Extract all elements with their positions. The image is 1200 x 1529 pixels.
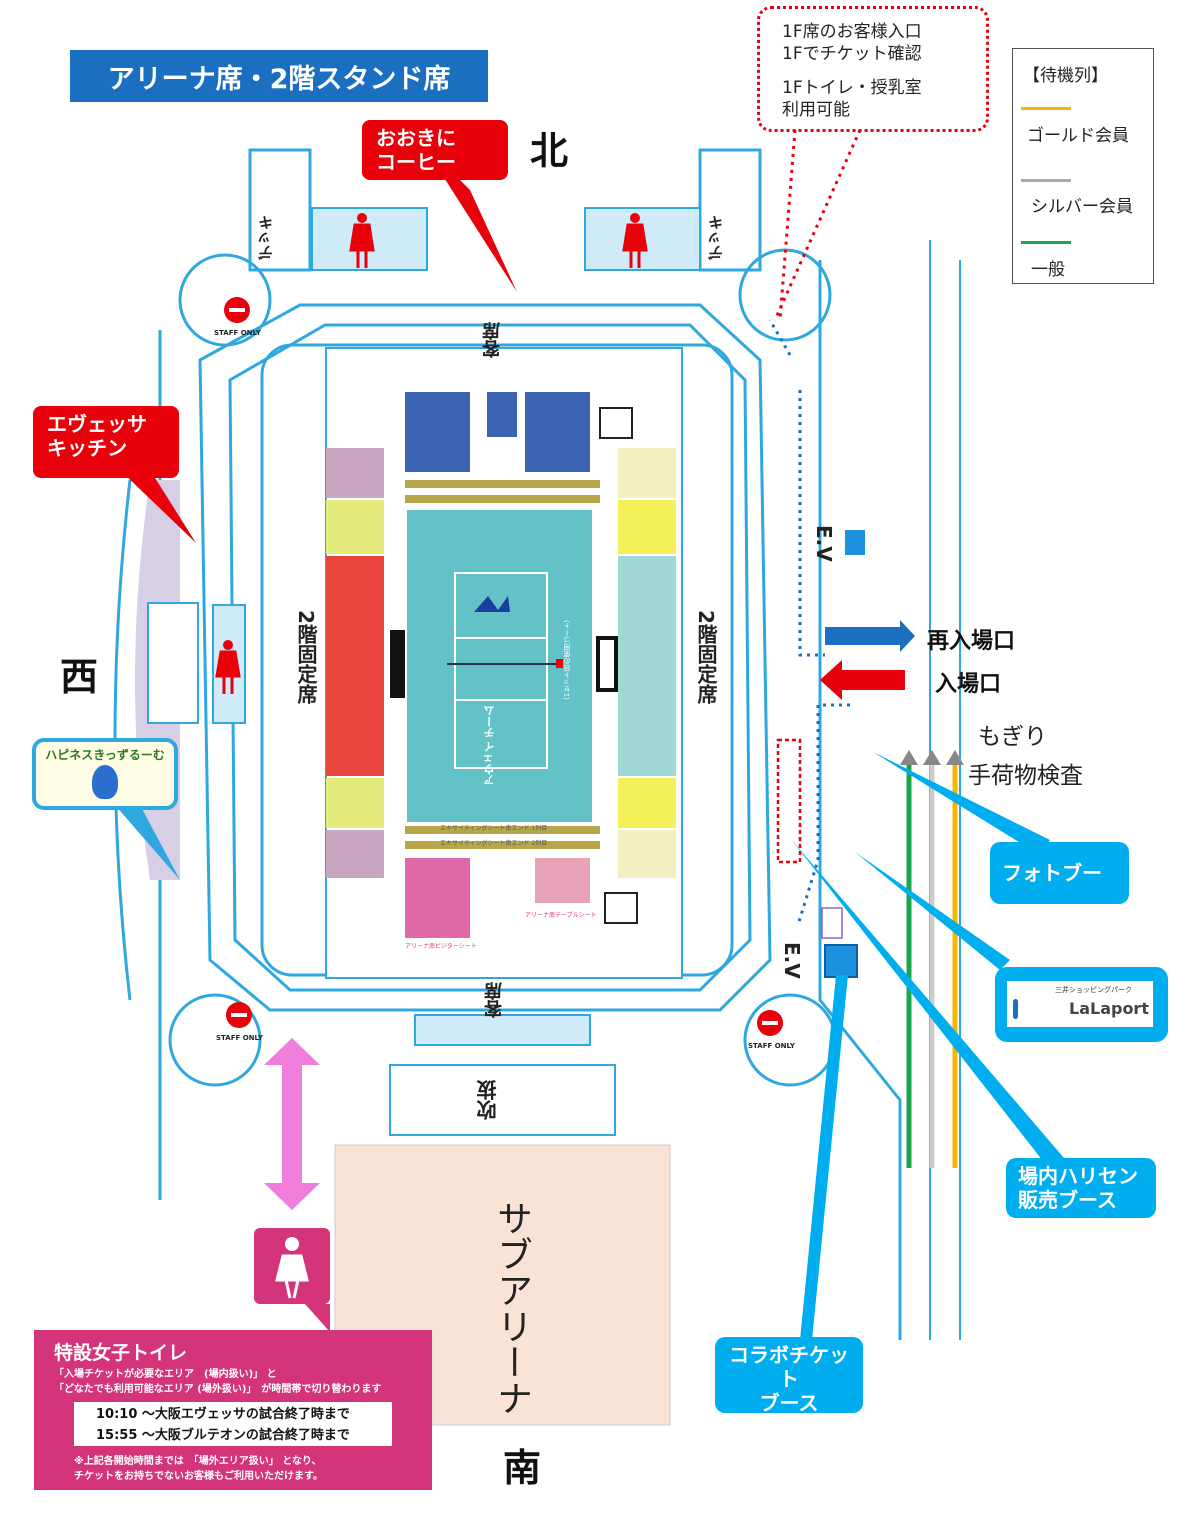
collab-line2: ブース bbox=[759, 1391, 819, 1415]
reentry-arrow-icon bbox=[825, 620, 915, 652]
silver-line-icon bbox=[1021, 179, 1071, 182]
sub-arena-label: サブアリーナ bbox=[491, 1200, 532, 1416]
coffee-callout: おおきに コーヒー bbox=[362, 120, 508, 180]
toilet-note1: ※上記各開始時間までは 「場外エリア扱い」 となり、 bbox=[74, 1456, 322, 1467]
legend-general: 一般 bbox=[1031, 260, 1065, 280]
seats-label-south: 客席 bbox=[484, 982, 505, 1018]
legend-silver: シルバー会員 bbox=[1031, 197, 1133, 217]
north-label: 北 bbox=[530, 129, 569, 173]
kids-room-callout: ハピネスきっずるーむ bbox=[32, 738, 178, 810]
atrium-label: 吹抜 bbox=[476, 1080, 500, 1120]
staff-only-se: STAFF ONLY bbox=[748, 1042, 795, 1050]
entry-label: 入場口 bbox=[935, 672, 1002, 697]
toilet-schedule: 10:10 ～大阪エヴェッサの試合終了時まで 15:55 ～大阪ブルテオンの試合… bbox=[74, 1402, 392, 1446]
staff-only-nw: STAFF ONLY bbox=[214, 329, 261, 337]
coffee-line1: おおきに bbox=[376, 126, 456, 150]
general-line-icon bbox=[1021, 241, 1071, 244]
ev-label-south: E.V bbox=[780, 942, 804, 979]
note-line: 1F席のお客様入口 bbox=[782, 22, 922, 42]
harisen-line2: 販売ブース bbox=[1018, 1188, 1117, 1212]
kids-room-label: ハピネスきっずるーむ bbox=[45, 748, 165, 762]
harisen-callout: 場内ハリセン 販売ブース bbox=[1006, 1158, 1156, 1218]
deck-label-west: デッキ bbox=[257, 215, 275, 260]
collab-line1: コラボチケット bbox=[729, 1343, 849, 1391]
fixed-seats-west: 2階固定席 bbox=[294, 610, 318, 704]
away-team-label: アウェイ チーム bbox=[483, 705, 496, 786]
kitchen-line2: キッチン bbox=[47, 436, 127, 460]
coffee-line2: コーヒー bbox=[376, 150, 456, 174]
gold-line-icon bbox=[1021, 107, 1071, 110]
kitchen-callout: エヴェッサ キッチン bbox=[33, 406, 179, 478]
table-seat-label: アリーナ南テーブルシート bbox=[525, 912, 597, 919]
legend-gold: ゴールド会員 bbox=[1027, 126, 1129, 146]
toilet-note2: チケットをお持ちでないお客様もご利用いただけます。 bbox=[74, 1471, 323, 1482]
lalaport-callout: 三井ショッピングパーク LaLaport bbox=[995, 967, 1168, 1042]
team-logo-icon bbox=[474, 596, 510, 612]
south-end-1: エキサイティングシート南エンド 1列目 bbox=[440, 825, 548, 832]
note-line: 利用可能 bbox=[782, 100, 850, 120]
toilet-info-line2: 「どなたでも利用可能なエリア (場外扱い)」 が時間帯で切り替わります bbox=[54, 1384, 382, 1395]
mogiri-label: もぎり bbox=[978, 724, 1047, 750]
entry-arrow-icon bbox=[820, 660, 905, 700]
page-title: アリーナ席・2階スタンド席 bbox=[70, 50, 488, 102]
outer-concourse bbox=[198, 303, 772, 1012]
visitor-seat-label: アリーナ南ビジターシート bbox=[405, 943, 477, 950]
ev-label-north: E.V bbox=[812, 525, 836, 562]
deck-label-east: デッキ bbox=[707, 215, 725, 260]
reentry-label: 再入場口 bbox=[927, 629, 1016, 654]
note-line: 1Fでチケット確認 bbox=[782, 44, 922, 64]
staff-only-sw: STAFF ONLY bbox=[216, 1034, 263, 1042]
east-wall bbox=[818, 260, 902, 1340]
concourse-inner bbox=[228, 323, 752, 992]
seats-label-north: 客席 bbox=[482, 322, 503, 358]
atrium bbox=[389, 1064, 616, 1136]
toilet-info-title: 特設女子トイレ bbox=[54, 1342, 188, 1364]
double-arrow-icon bbox=[264, 1038, 320, 1210]
south-end-2: エキサイティングシート南エンド 2列目 bbox=[440, 840, 548, 847]
staff-only-icons bbox=[224, 297, 783, 1036]
toilet-south bbox=[414, 1014, 591, 1046]
kitchen-line1: エヴェッサ bbox=[47, 412, 147, 436]
mascot-icon bbox=[92, 765, 118, 799]
lalaport-label: LaLaport bbox=[1069, 999, 1149, 1018]
toilet-info-line1: 「入場チケットが必要なエリア (場内扱い)」 と bbox=[54, 1369, 277, 1380]
toilet-north-east bbox=[584, 207, 701, 271]
special-toilet-info: 特設女子トイレ 「入場チケットが必要なエリア (場内扱い)」 と 「どなたでも利… bbox=[34, 1330, 432, 1490]
baggage-label: 手荷物検査 bbox=[968, 763, 1083, 789]
fixed-seats-east: 2階固定席 bbox=[694, 610, 718, 704]
schedule-time1: 10:10 ～大阪エヴェッサの試合終了時まで bbox=[96, 1407, 350, 1422]
note-line: 1Fトイレ・授乳室 bbox=[782, 78, 922, 98]
lalaport-logo-icon bbox=[1013, 999, 1018, 1019]
south-label: 南 bbox=[503, 1446, 542, 1490]
seat-blocks bbox=[326, 392, 676, 938]
harisen-line1: 場内ハリセン bbox=[1018, 1164, 1138, 1188]
queue-legend: 【待機列】 ゴールド会員 シルバー会員 一般 bbox=[1012, 48, 1154, 284]
collab-callout: コラボチケット ブース bbox=[715, 1337, 863, 1415]
restroom-icons bbox=[215, 213, 648, 694]
first-set-label: (1セット目の使用コート) bbox=[563, 620, 571, 700]
lalaport-sub: 三井ショッピングパーク bbox=[1055, 986, 1132, 994]
west-label: 西 bbox=[60, 655, 99, 699]
entrance-note: 1F席のお客様入口 1Fでチケット確認 1Fトイレ・授乳室 利用可能 bbox=[757, 6, 989, 132]
legend-title: 【待機列】 bbox=[1023, 66, 1108, 86]
photo-booth-callout: フォトブース bbox=[990, 842, 1129, 947]
schedule-time2: 15:55 ～大阪ブルテオンの試合終了時まで bbox=[96, 1428, 350, 1443]
